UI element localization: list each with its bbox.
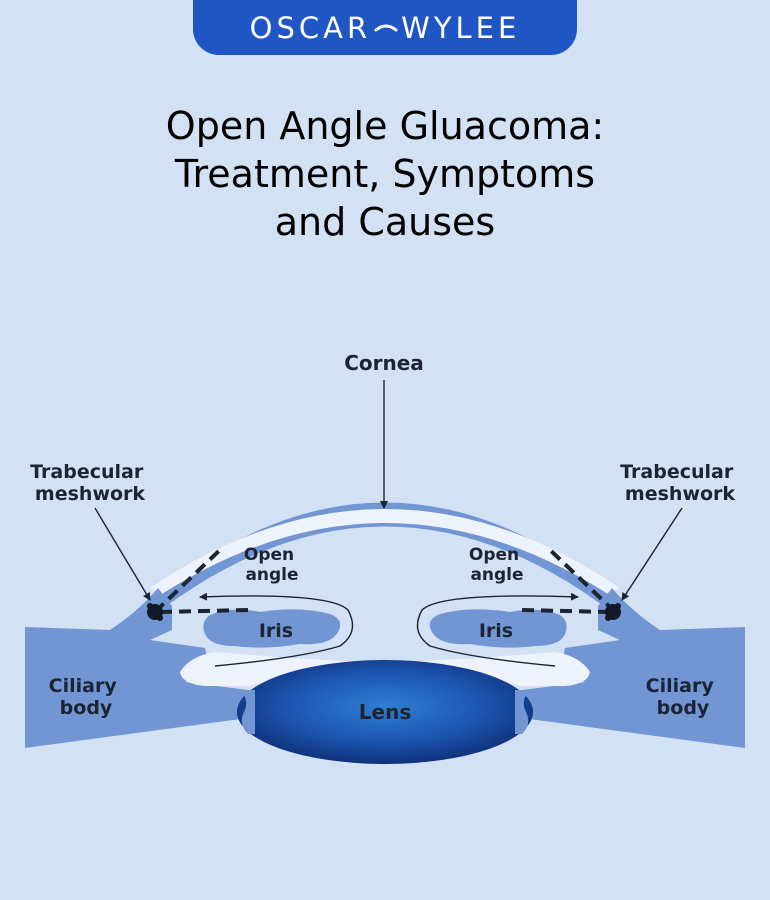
left-trabecular-dot <box>147 603 163 621</box>
label-ciliary-right-line2: body <box>657 697 710 719</box>
left-open-angle-lines <box>153 546 249 614</box>
cornea-dome <box>120 502 650 628</box>
label-iris-right: Iris <box>479 620 513 642</box>
right-posterior-channel <box>410 652 590 686</box>
title-line-1: Open Angle Gluacoma: <box>165 104 605 148</box>
left-posterior-channel <box>180 652 360 686</box>
eyebrow-icon <box>374 24 398 31</box>
label-ciliary-left-line1: Ciliary <box>49 675 118 697</box>
label-ciliary-right: Ciliary body <box>646 675 721 719</box>
label-open-angle-left: Open angle <box>244 545 300 585</box>
label-lens: Lens <box>359 700 411 724</box>
label-trabecular-left-line2: meshwork <box>35 483 145 505</box>
label-trabecular-left: Trabecular meshwork <box>30 461 150 505</box>
cornea-inner-band <box>150 509 620 594</box>
left-ciliary-tissue <box>25 588 248 748</box>
title-line-3: and Causes <box>274 200 496 244</box>
label-ciliary-left-line2: body <box>60 697 113 719</box>
lens-right-notch <box>515 690 530 734</box>
left-trabecular-pointer <box>94 507 151 601</box>
label-open-angle-right-line2: angle <box>470 565 523 585</box>
right-trabecular-dot <box>605 603 621 621</box>
label-open-angle-left-line1: Open <box>244 545 294 565</box>
label-ciliary-right-line1: Ciliary <box>646 675 715 697</box>
right-ciliary-tissue <box>522 588 745 748</box>
label-trabecular-left-line1: Trabecular <box>30 461 144 483</box>
label-open-angle-right: Open angle <box>469 545 525 585</box>
brand-name-left: OSCAR <box>249 10 372 45</box>
label-trabecular-right: Trabecular meshwork <box>620 461 740 505</box>
lens-shape <box>237 660 533 764</box>
right-trabecular-pointer <box>621 507 683 601</box>
title-line-2: Treatment, Symptoms <box>174 152 596 196</box>
brand-logo: OSCAR WYLEE <box>250 11 521 45</box>
right-open-angle-lines <box>521 546 617 614</box>
label-ciliary-left: Ciliary body <box>49 675 124 719</box>
label-cornea: Cornea <box>344 351 424 375</box>
brand-name-right: WYLEE <box>401 10 521 45</box>
label-iris-left: Iris <box>259 620 293 642</box>
page-title: Open Angle Gluacoma: Treatment, Symptoms… <box>0 102 770 246</box>
left-flow-loop <box>199 592 354 667</box>
left-iris <box>203 609 341 648</box>
label-open-angle-left-line2: angle <box>245 565 298 585</box>
right-flow-loop <box>416 592 579 667</box>
right-iris <box>429 609 567 648</box>
label-trabecular-right-line2: meshwork <box>625 483 735 505</box>
label-trabecular-right-line1: Trabecular <box>620 461 734 483</box>
lens-left-notch <box>240 690 255 734</box>
label-open-angle-right-line1: Open <box>469 545 519 565</box>
brand-header: OSCAR WYLEE <box>193 0 577 55</box>
